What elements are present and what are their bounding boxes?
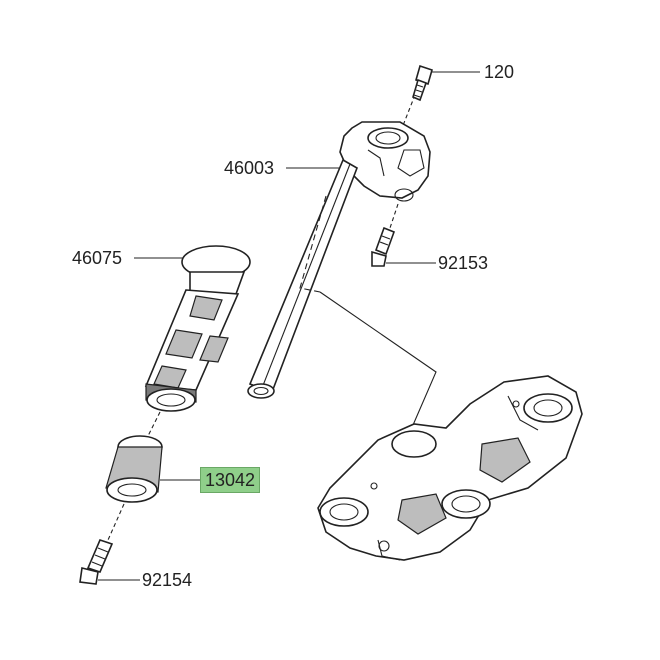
grip-46075-icon: [144, 245, 251, 412]
part-number-46075: 46075: [72, 248, 123, 268]
bolt-120-icon: [401, 64, 433, 129]
part-number-120: 120: [484, 62, 515, 82]
part-number-92154: 92154: [142, 570, 193, 590]
bolt-92154-icon: [79, 503, 125, 585]
part-number-13042-highlighted[interactable]: 13042: [200, 467, 261, 493]
bar-end-weight-13042-icon: [105, 411, 163, 503]
triple-clamp-icon: [317, 375, 583, 561]
part-number-92153: 92153: [438, 253, 489, 273]
assembly-connector: [319, 291, 437, 433]
part-number-46003: 46003: [224, 158, 275, 178]
leader-lines: [98, 71, 480, 581]
bolt-92153-icon: [371, 203, 399, 267]
handlebar-46003-icon: [247, 121, 431, 399]
